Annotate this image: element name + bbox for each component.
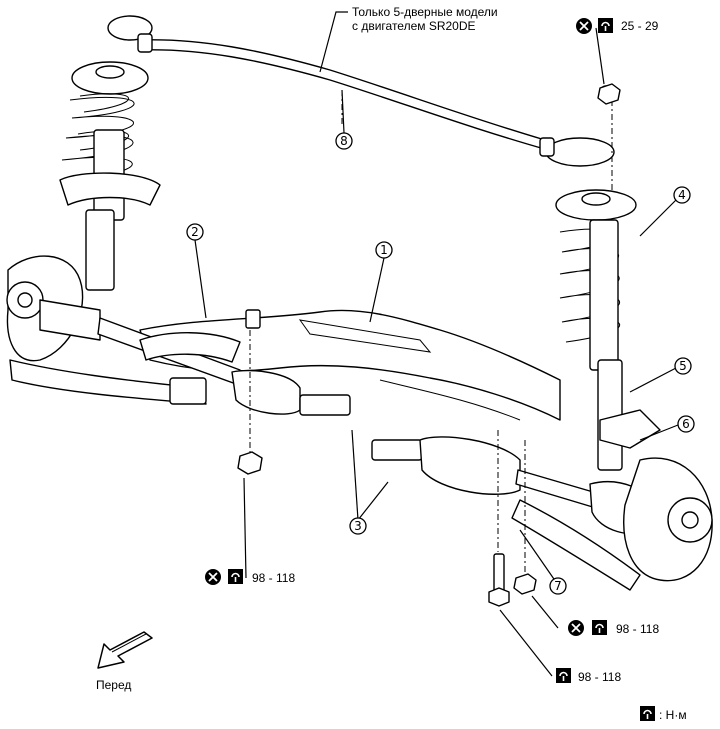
torque-wrench-icon: [592, 620, 607, 635]
callout-5: 5: [674, 357, 692, 375]
callout-4-text: 4: [678, 188, 686, 202]
callout-8-text: 8: [340, 134, 348, 148]
strut-tower-bar: [107, 15, 615, 167]
callout-4: 4: [673, 186, 691, 204]
torque-spec-right-lower: 98 - 118: [556, 668, 621, 684]
torque-value-left: 98 - 118: [252, 571, 295, 585]
no-reuse-icon: [205, 569, 221, 585]
torque-spec-top: 25 - 29: [576, 18, 659, 34]
torque-wrench-icon: [640, 706, 655, 721]
torque-wrench-icon: [598, 18, 613, 33]
torque-value-top: 25 - 29: [621, 19, 659, 33]
callout-7: 7: [549, 577, 567, 595]
note-line-1: Только 5-дверные модели: [352, 5, 498, 19]
callout-8: 8: [335, 132, 353, 150]
callout-5-text: 5: [679, 359, 687, 373]
front-crossmember: [139, 309, 561, 421]
right-hub-knuckle: [511, 457, 713, 591]
no-reuse-icon: [576, 18, 592, 34]
torque-value-right-lower: 98 - 118: [578, 670, 621, 684]
right-strut-assembly: [555, 85, 661, 471]
torque-wrench-icon: [228, 569, 243, 584]
unit-label: : Н·м: [659, 708, 687, 722]
no-reuse-icon: [568, 620, 584, 636]
torque-spec-right-upper: 98 - 118: [568, 620, 659, 636]
left-strut-assembly: [59, 61, 161, 291]
callout-1: 1: [375, 241, 393, 259]
fasteners: [237, 83, 621, 607]
torque-spec-left: 98 - 118: [205, 569, 295, 585]
callout-1-text: 1: [380, 243, 388, 257]
left-lower-arm: [139, 332, 241, 405]
callout-6-text: 6: [682, 417, 690, 431]
callout-7-text: 7: [554, 579, 562, 593]
callout-3: 3: [349, 517, 367, 535]
leader-lines: [194, 11, 679, 677]
torque-value-right-upper: 98 - 118: [616, 622, 659, 636]
callout-2: 2: [186, 223, 204, 241]
callout-6: 6: [677, 415, 695, 433]
callout-2-text: 2: [191, 225, 199, 239]
callout-3-text: 3: [354, 519, 362, 533]
unit-legend: : Н·м: [640, 706, 687, 722]
front-arrow-icon: [97, 631, 153, 669]
torque-wrench-icon: [556, 668, 571, 683]
front-label: Перед: [96, 678, 131, 692]
note-line-2: с двигателем SR20DE: [352, 19, 476, 33]
